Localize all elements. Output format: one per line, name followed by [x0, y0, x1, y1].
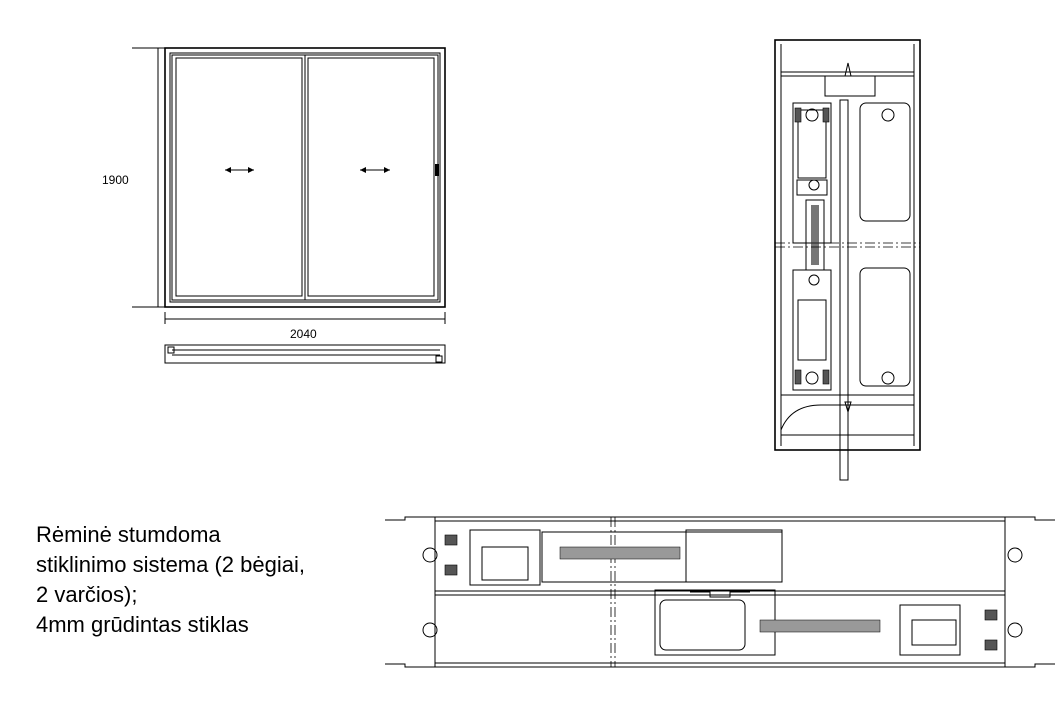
- dimension-lines: [132, 47, 446, 324]
- horizontal-section: [385, 516, 1055, 668]
- height-dimension-label: 1900: [102, 173, 129, 187]
- sliding-arrow-right: [360, 167, 390, 173]
- width-dimension-label: 2040: [290, 327, 317, 341]
- description-line: 2 varčios);: [36, 582, 138, 607]
- sliding-arrow-left: [225, 167, 254, 173]
- system-description: Rėminė stumdoma stiklinimo sistema (2 bė…: [36, 520, 305, 640]
- vertical-section: [774, 39, 921, 481]
- description-line: stiklinimo sistema (2 bėgiai,: [36, 552, 305, 577]
- description-line: 4mm grūdintas stiklas: [36, 612, 249, 637]
- window-elevation: [164, 47, 446, 308]
- description-line: Rėminė stumdoma: [36, 522, 221, 547]
- plan-strip: [164, 344, 446, 364]
